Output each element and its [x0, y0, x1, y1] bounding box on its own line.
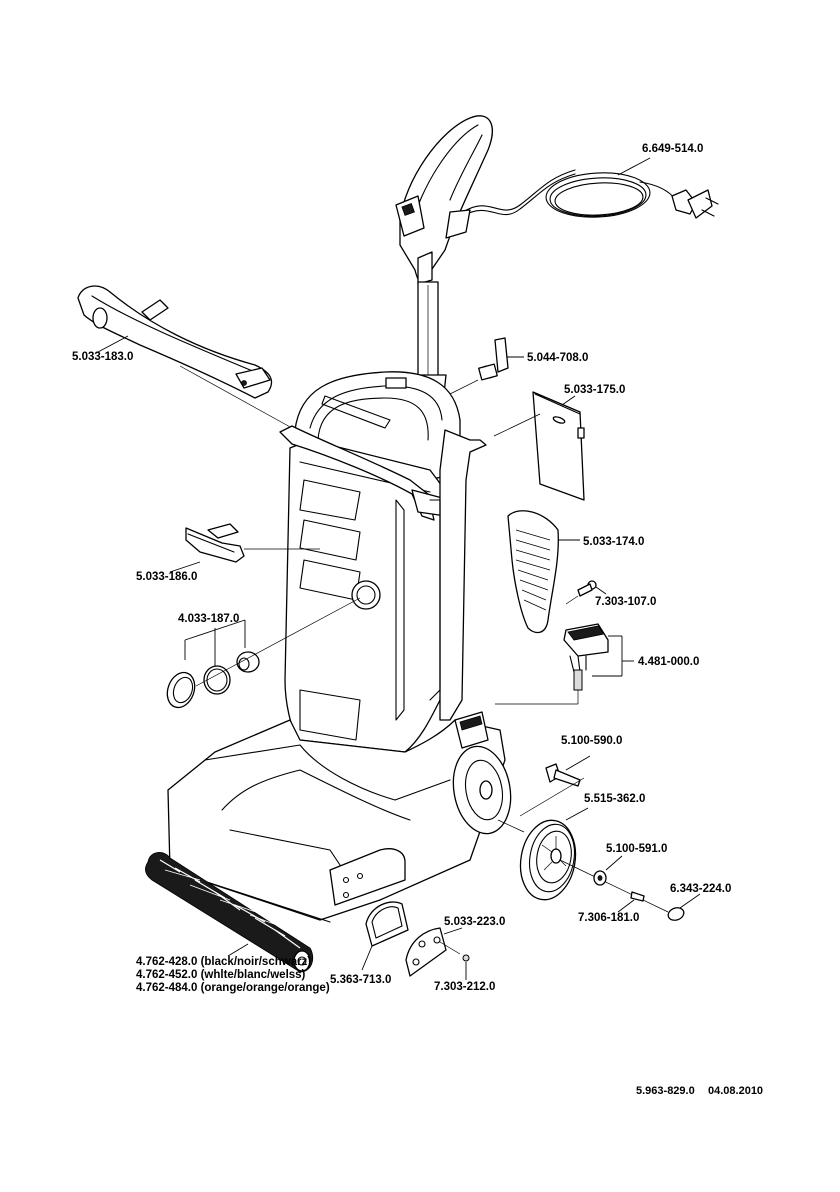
wheel-drawing — [497, 807, 669, 913]
part-label-knob-assembly: 4.033-187.0 — [178, 613, 239, 625]
pedal-assembly-drawing — [495, 623, 634, 705]
side-grille-drawing — [507, 510, 607, 634]
main-body-drawing — [167, 371, 512, 923]
cord-clip-drawing — [445, 337, 524, 397]
part-label-rear-cover-plate: 5.033-175.0 — [564, 384, 625, 396]
part-label-pedal-assembly: 4.481-000.0 — [638, 656, 699, 668]
upper-handle-drawing — [395, 115, 493, 395]
part-label-side-grille: 5.033-174.0 — [583, 536, 644, 548]
front-grip-drawing — [169, 523, 320, 573]
brush-end-cap-drawing — [405, 927, 470, 980]
part-label-front-grip: 5.033-186.0 — [136, 571, 197, 583]
knob-assembly-drawing — [166, 597, 361, 709]
part-label-wheel-screw: 7.306-181.0 — [578, 912, 639, 924]
document-number: 5.963-829.0 — [636, 1085, 695, 1097]
part-label-wheel-bushing: 5.100-591.0 — [606, 843, 667, 855]
part-label-screw-side-grille: 7.303-107.0 — [595, 596, 656, 608]
brush-seal-drawing — [361, 901, 409, 971]
part-label-carry-handle: 5.033-183.0 — [72, 351, 133, 363]
part-label-cord-clip: 5.044-708.0 — [527, 352, 588, 364]
part-label-brush-end-cap: 5.033-223.0 — [444, 916, 505, 928]
carry-handle-drawing — [77, 285, 293, 429]
wheel-hardware-drawing — [593, 855, 701, 921]
part-label-brush-roller-black: 4.762-428.0 (black/noir/schwarz) — [136, 956, 311, 968]
axle-drawing — [519, 755, 591, 817]
part-label-hub-cap: 6.343-224.0 — [670, 883, 731, 895]
document-date: 04.08.2010 — [708, 1085, 763, 1097]
power-cord-drawing — [462, 157, 719, 219]
rear-cover-plate-drawing — [493, 391, 585, 501]
part-label-wheel: 5.515-362.0 — [584, 793, 645, 805]
part-label-end-cap-screw: 7.303-212.0 — [434, 981, 495, 993]
brush-roller-drawing — [144, 852, 314, 973]
part-label-axle: 5.100-590.0 — [561, 735, 622, 747]
part-label-brush-seal: 5.363-713.0 — [330, 974, 391, 986]
part-label-power-cord: 6.649-514.0 — [642, 143, 703, 155]
part-label-brush-roller-orange: 4.762-484.0 (orange/orange/orange) — [136, 982, 330, 994]
part-label-brush-roller-white: 4.762-452.0 (whlte/blanc/welss) — [136, 969, 306, 981]
